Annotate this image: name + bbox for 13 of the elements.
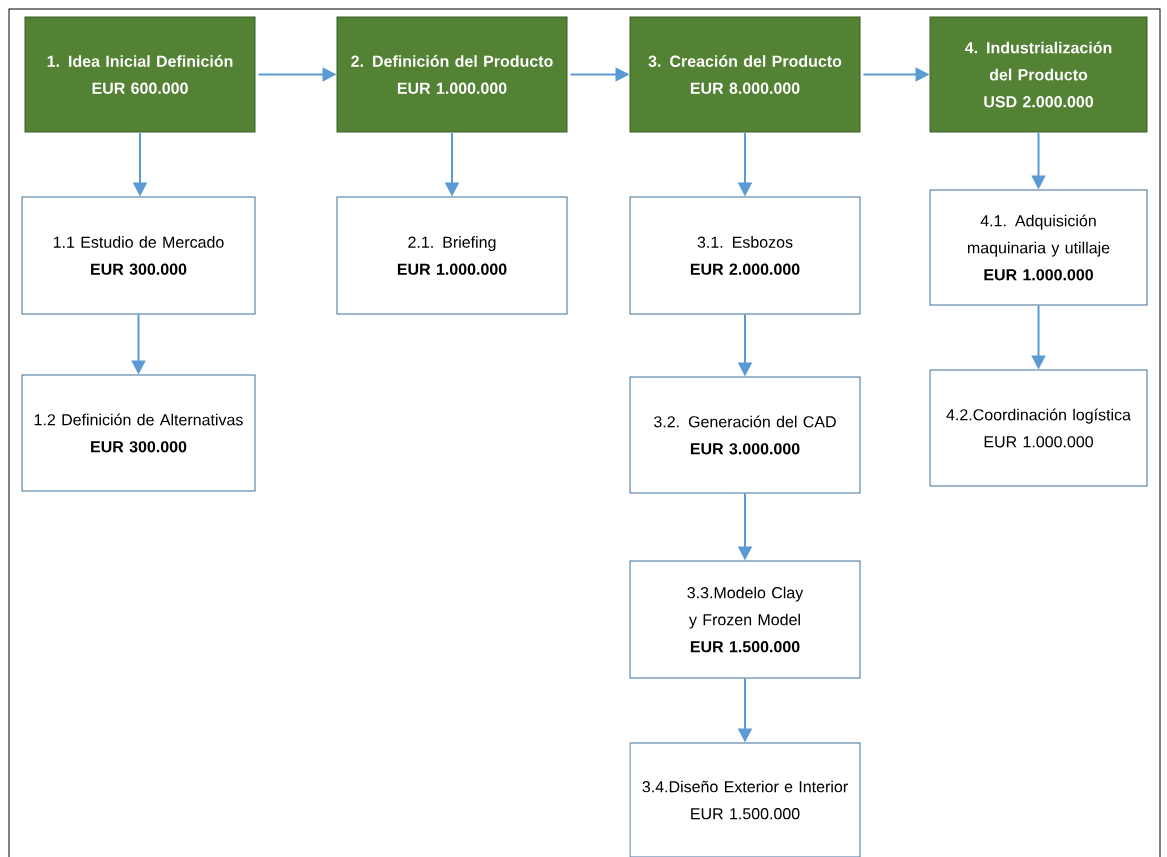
phase-box: 2. Definición del Producto EUR 1.000.000	[336, 16, 568, 133]
task-box: 1.1 Estudio de Mercado EUR 300.000	[21, 196, 256, 315]
task-box: 4.2.Coordinación logística EUR 1.000.000	[929, 369, 1148, 487]
task-box: 4.1. Adquisición maquinaria y utillaje EUR 1.000.000	[929, 189, 1148, 306]
task-box: 2.1. Briefing EUR 1.000.000	[336, 196, 568, 315]
phase-box: 1. Idea Inicial Definición EUR 600.000	[24, 16, 256, 133]
phase-box: 3. Creación del Producto EUR 8.000.000	[629, 16, 861, 133]
task-box: 3.3.Modelo Clay y Frozen Model EUR 1.500.000	[629, 560, 861, 679]
phase-box: 4. Industrialización del Producto USD 2.000.000	[929, 16, 1148, 133]
task-box: 3.4.Diseño Exterior e Interior EUR 1.500.000	[629, 742, 861, 857]
task-box: 1.2 Definición de Alternativas EUR 300.000	[21, 374, 256, 492]
task-box: 3.2. Generación del CAD EUR 3.000.000	[629, 376, 861, 494]
task-box: 3.1. Esbozos EUR 2.000.000	[629, 196, 861, 315]
